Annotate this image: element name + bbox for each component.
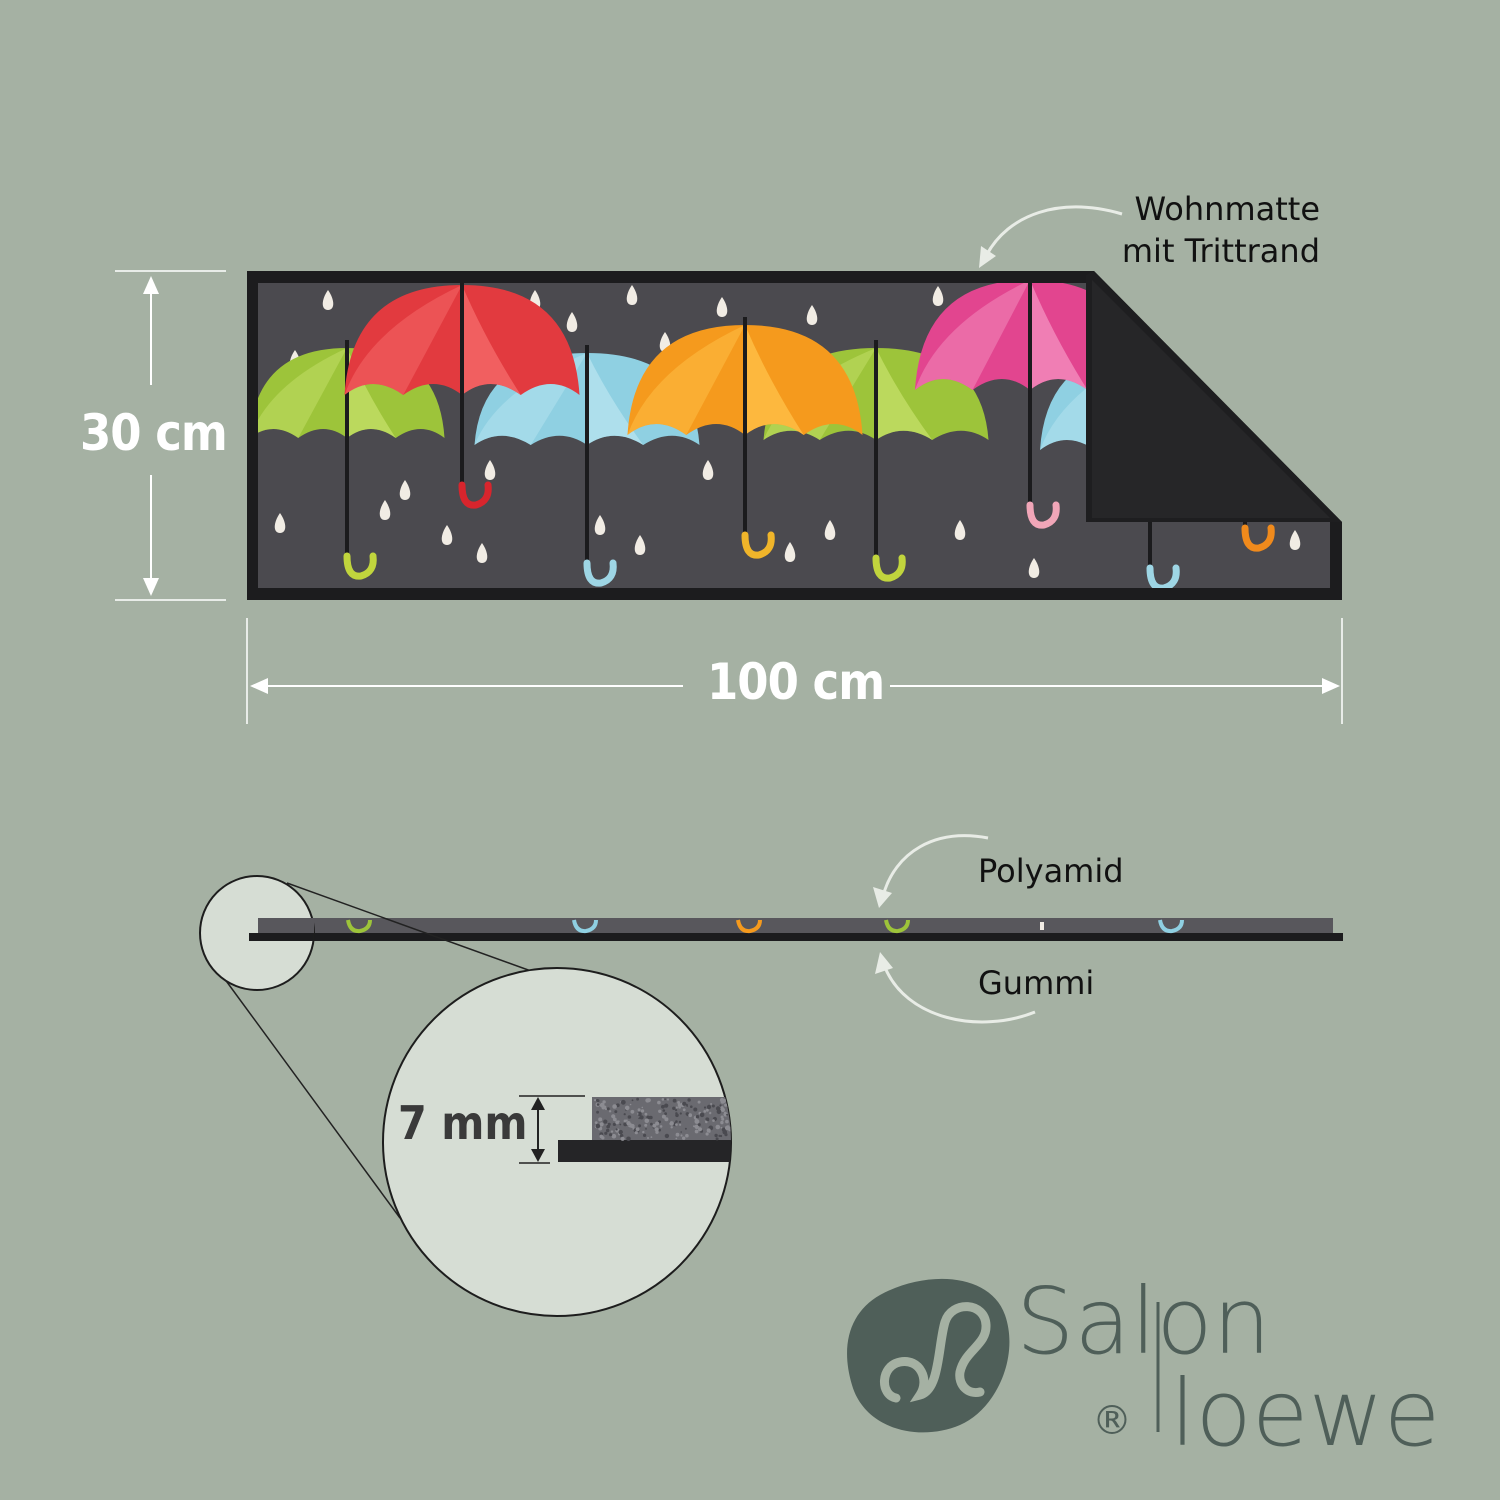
thickness-label: 7 mm [398,1096,527,1150]
height-label: 30 cm [80,404,227,462]
brand-logo-blob [847,1279,1009,1433]
callout-polyamid: Polyamid [978,850,1124,892]
mat-side-view [249,918,1343,941]
callout-gummi: Gummi [978,962,1094,1004]
side-view-rubber-layer [249,933,1343,941]
zoom-rubber-layer [558,1140,748,1162]
callout-mat-type-line2: mit Trittrand [1040,230,1320,272]
width-label: 100 cm [707,653,884,711]
callout-mat-type: Wohnmatte mit Trittrand [1040,188,1320,272]
brand-name-line1: Salon [1016,1268,1271,1375]
registered-mark: ® [1092,1398,1132,1444]
brand-name-line2: loewe [1170,1360,1440,1467]
arrow-polyamid [883,836,988,896]
mat-top-view [247,271,1348,600]
callout-mat-type-line1: Wohnmatte [1040,188,1320,230]
